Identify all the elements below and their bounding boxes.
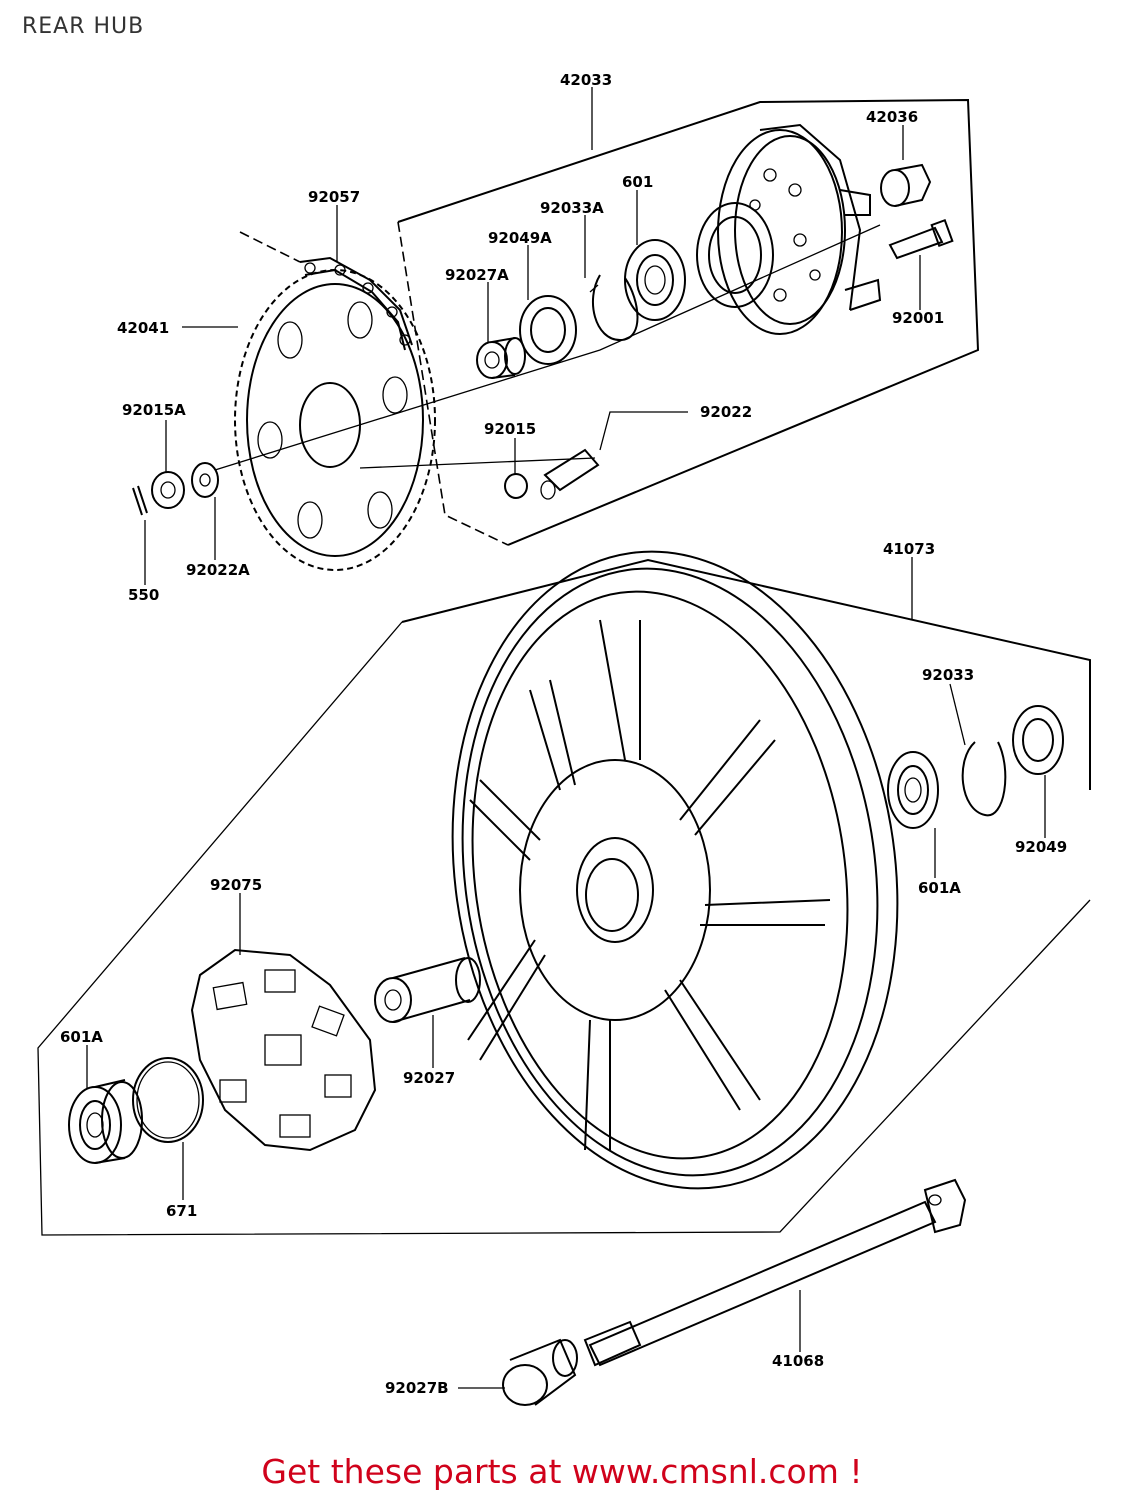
part-label-92049: 92049 <box>1015 838 1067 856</box>
part-label-92033A: 92033A <box>540 199 604 217</box>
part-label-92027B: 92027B <box>385 1379 449 1397</box>
footer-link[interactable]: Get these parts at www.cmsnl.com ! <box>261 1452 863 1491</box>
part-label-41068: 41068 <box>772 1352 824 1370</box>
part-label-671: 671 <box>166 1202 197 1220</box>
nut-42036 <box>880 163 932 207</box>
part-label-92015A: 92015A <box>122 401 186 419</box>
washer-92022A <box>191 462 219 498</box>
group-outline-upper <box>397 98 980 546</box>
oil-seal-92049 <box>1012 705 1064 775</box>
part-label-92015: 92015 <box>484 420 536 438</box>
part-label-92033: 92033 <box>922 666 974 684</box>
circlip-92033 <box>961 741 1007 817</box>
circlip-92033A <box>589 274 639 342</box>
brake-hub-42033 <box>696 123 882 335</box>
part-label-92075: 92075 <box>210 876 262 894</box>
group-outline-lower <box>37 558 1091 1236</box>
damper-92075 <box>190 948 377 1152</box>
axis-line-upper <box>214 224 881 471</box>
oil-seal-92049A <box>519 295 577 365</box>
collar-92027B <box>502 1338 578 1406</box>
wheel-41073 <box>451 550 899 1190</box>
part-label-42033: 42033 <box>560 71 612 89</box>
part-label-601A-right: 601A <box>918 879 961 897</box>
part-label-601: 601 <box>622 173 653 191</box>
bearing-601A-right <box>887 751 939 829</box>
stud-92001 <box>888 218 954 260</box>
part-label-92027A: 92027A <box>445 266 509 284</box>
o-ring-671 <box>132 1057 204 1143</box>
part-label-550: 550 <box>128 586 159 604</box>
part-label-92001: 92001 <box>892 309 944 327</box>
leader-lines <box>86 87 1046 1389</box>
cotter-pin-550 <box>132 485 148 516</box>
part-label-601A-left: 601A <box>60 1028 103 1046</box>
nut-92015A <box>151 471 185 509</box>
part-label-42036: 42036 <box>866 108 918 126</box>
nut-92015 <box>504 473 528 499</box>
part-label-92027: 92027 <box>403 1069 455 1087</box>
part-label-92022: 92022 <box>700 403 752 421</box>
part-label-42041: 42041 <box>117 319 169 337</box>
collar-92027 <box>374 957 481 1023</box>
axle-41068 <box>583 1178 967 1367</box>
lock-washer-92022 <box>540 448 600 500</box>
bearing-601 <box>624 239 686 321</box>
part-label-92022A: 92022A <box>186 561 250 579</box>
collar-92027A <box>476 337 526 379</box>
page-title: REAR HUB <box>22 14 145 39</box>
part-label-92057: 92057 <box>308 188 360 206</box>
sprocket-42041 <box>234 269 436 571</box>
part-label-41073: 41073 <box>883 540 935 558</box>
part-label-92049A: 92049A <box>488 229 552 247</box>
bearing-601A-left <box>68 1079 143 1164</box>
axis-line-lower-bolt <box>359 457 596 469</box>
